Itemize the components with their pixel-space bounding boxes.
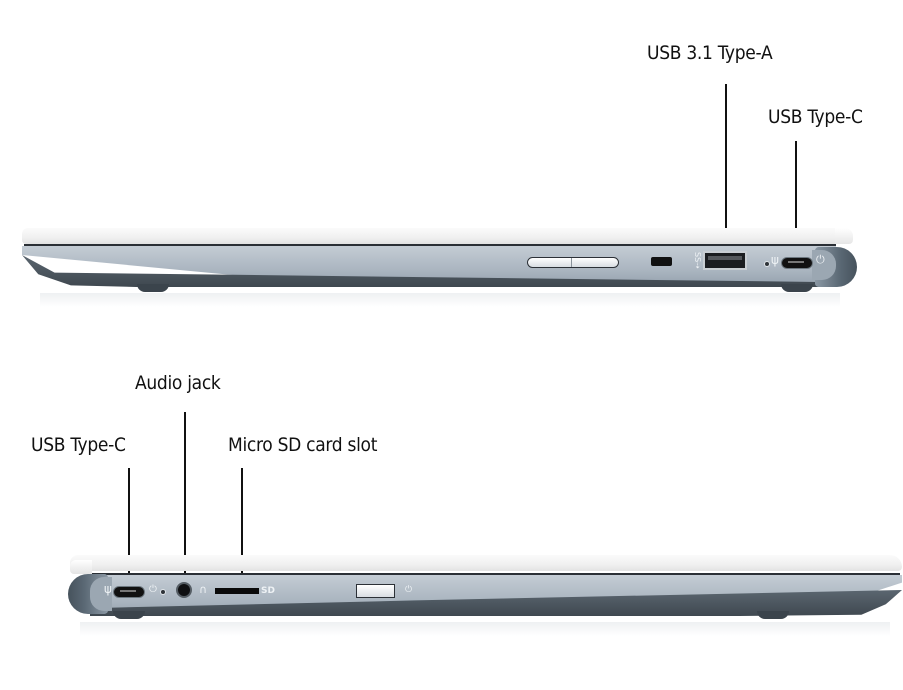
volume-rocker[interactable]: [527, 257, 619, 268]
power-plug-icon: ⏻: [816, 253, 825, 266]
label-usb-type-c-left: USB Type-C: [31, 434, 126, 456]
lid-seam: [24, 244, 836, 246]
lid-edge: [70, 560, 92, 574]
rubber-foot-left: [137, 284, 169, 292]
label-micro-sd-card-slot: Micro SD card slot: [228, 434, 378, 456]
headset-icon: ∩: [199, 583, 208, 596]
reflection: [40, 293, 840, 307]
microsd-slot[interactable]: [215, 588, 259, 594]
label-usb-type-c-right: USB Type-C: [768, 106, 863, 128]
hinge-face: [812, 250, 836, 280]
superspeed-usb-icon: SS⇢: [693, 252, 702, 269]
reflection: [80, 622, 890, 636]
laptop-lid: [22, 228, 850, 244]
usb-c-tongue: [120, 590, 136, 592]
leader-line-audio-jack: [184, 412, 186, 592]
leader-line-microsd: [241, 468, 243, 592]
usb-a-tongue: [708, 256, 742, 260]
power-button[interactable]: [356, 584, 395, 598]
usb-c-tongue: [788, 261, 804, 263]
leader-line-usb-c-left: [128, 468, 130, 592]
rubber-foot-right: [757, 611, 789, 619]
sd-label: SD: [261, 586, 275, 596]
lid-edge: [835, 228, 853, 244]
leader-line-usb-c-right: [795, 141, 797, 259]
leader-line-usb-a: [725, 84, 727, 259]
usb-c-port[interactable]: [781, 257, 813, 269]
volume-rocker-divider: [571, 258, 572, 267]
usb-c-port[interactable]: [113, 586, 145, 598]
rubber-foot-right: [781, 284, 813, 292]
laptop-lid: [70, 555, 902, 571]
usb-a-port[interactable]: [703, 251, 747, 270]
power-icon: ⏻: [405, 585, 413, 595]
audio-jack[interactable]: [176, 582, 192, 598]
usb-icon: ψ: [771, 253, 779, 267]
charging-led: [160, 589, 166, 595]
usb-icon: ψ: [104, 582, 112, 596]
lid-seam: [92, 573, 900, 575]
charging-led: [764, 261, 770, 267]
power-plug-icon: ⏻: [149, 584, 157, 595]
hinge-face: [90, 577, 112, 611]
label-audio-jack: Audio jack: [135, 372, 221, 394]
label-usb-3-1-type-a: USB 3.1 Type-A: [647, 42, 773, 64]
rubber-foot-left: [113, 611, 145, 619]
security-lock-slot: [651, 257, 672, 266]
